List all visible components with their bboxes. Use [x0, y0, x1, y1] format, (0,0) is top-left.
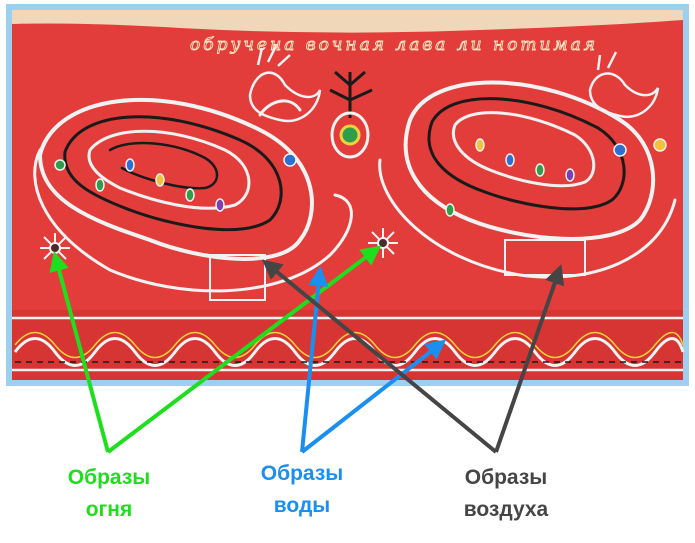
- embroidered-inscription: обручена вочная лава ли нотимая: [190, 35, 598, 55]
- air-arrow-right: [494, 264, 565, 453]
- fire-rosette-left: [40, 233, 70, 263]
- water-caption-line2: воды: [273, 494, 331, 517]
- tree-of-life: [329, 70, 373, 159]
- fire-caption-line1: Образы: [67, 466, 151, 489]
- fire-caption-line2: огня: [85, 498, 133, 521]
- air-images-caption: Образы воздуха: [418, 462, 594, 526]
- water-arrows: [300, 266, 447, 454]
- decorative-dots: [54, 138, 667, 217]
- water-arrow-left: [300, 266, 329, 453]
- water-caption-line1: Образы: [260, 462, 344, 485]
- fire-arrow-left: [49, 251, 110, 453]
- small-rooster-left: [248, 45, 322, 123]
- water-arrow-right: [300, 339, 447, 454]
- air-arrow-left: [261, 259, 498, 454]
- fire-arrows: [49, 245, 382, 454]
- fire-images-caption: Образы огня: [28, 462, 190, 526]
- embroidered-cloth: обручена вочная лава ли нотимая: [6, 4, 689, 386]
- water-images-caption: Образы воды: [222, 458, 382, 522]
- air-arrows: [261, 259, 565, 454]
- small-rooster-right: [588, 51, 660, 119]
- fire-arrow-right: [106, 245, 382, 454]
- fire-rosette-right: [368, 228, 398, 258]
- right-paisley-bird: [378, 80, 677, 279]
- air-caption-line2: воздуха: [463, 498, 549, 521]
- left-paisley-bird: [33, 97, 353, 301]
- air-caption-line1: Образы: [464, 466, 548, 489]
